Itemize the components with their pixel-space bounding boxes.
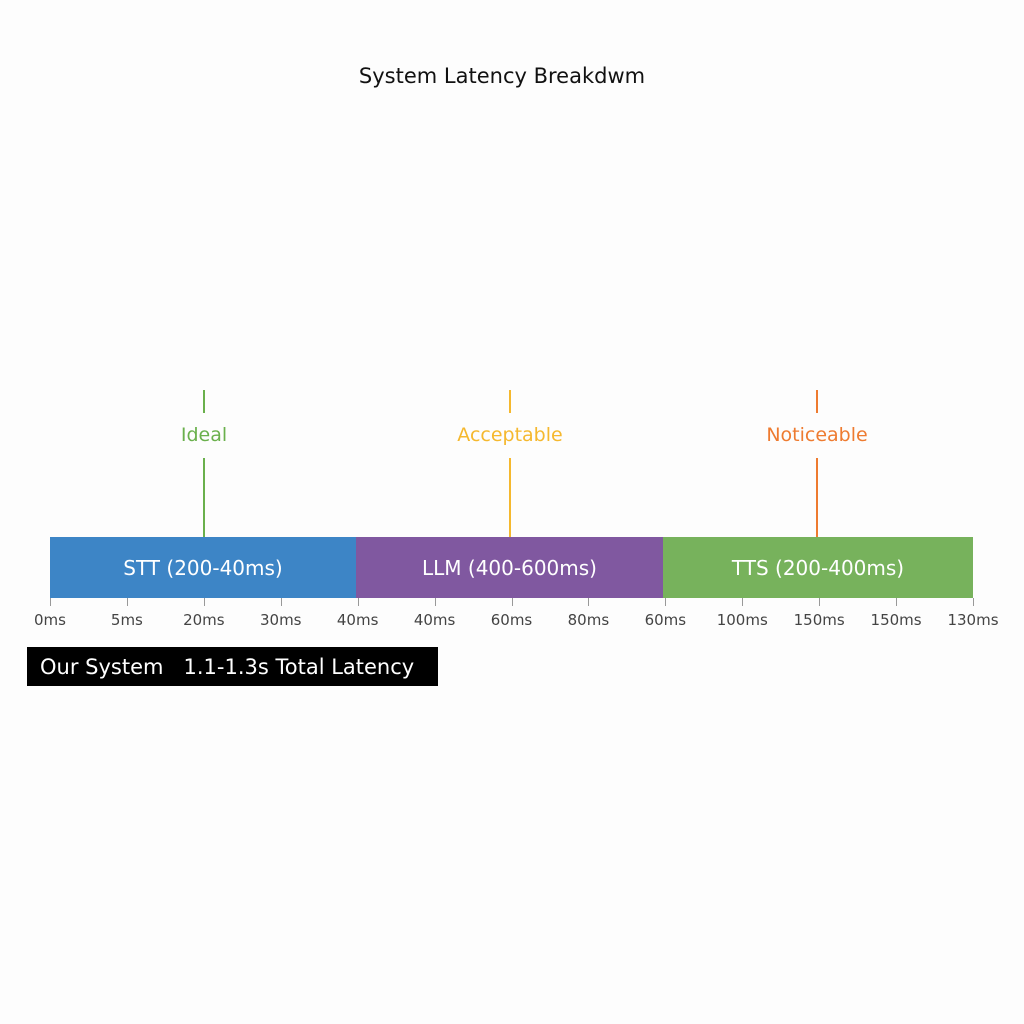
axis-tick (588, 598, 590, 606)
tick-label: 60ms (644, 611, 687, 629)
axis-tick (819, 598, 821, 606)
tick-label: 150ms (793, 611, 845, 629)
axis-tick (511, 598, 513, 606)
axis-tick (126, 598, 128, 606)
tick-label: 40ms (336, 611, 379, 629)
tick-label: 130ms (947, 611, 999, 629)
summary-box: Our System 1.1-1.3s Total Latency (27, 647, 438, 686)
marker-label-acceptable: Acceptable (457, 424, 563, 446)
summary-total: 1.1-1.3s Total Latency (183, 654, 415, 679)
marker-line (816, 390, 818, 413)
segment-label: TTS (200-400ms) (731, 555, 905, 580)
axis-tick (280, 598, 282, 606)
tick-label: 60ms (490, 611, 533, 629)
segment-stt: STT (200-40ms) (50, 537, 356, 598)
marker-line (203, 390, 205, 413)
chart-title: System Latency Breakdwm (358, 64, 646, 88)
axis-tick (434, 598, 436, 606)
axis-tick (973, 598, 974, 606)
segment-label: STT (200-40ms) (123, 555, 283, 580)
marker-line (509, 458, 511, 537)
axis-tick (896, 598, 898, 606)
tick-label: 5ms (110, 611, 143, 629)
marker-label-ideal: Ideal (180, 424, 228, 446)
tick-label: 20ms (183, 611, 225, 629)
axis-tick (742, 598, 744, 606)
segment-llm: LLM (400-600ms) (356, 537, 663, 598)
tick-label: 80ms (567, 611, 610, 629)
axis-tick (357, 598, 359, 606)
marker-label-noticeable: Noticeable (766, 424, 868, 446)
summary-system: Our System (40, 654, 164, 679)
marker-line (816, 458, 818, 537)
segment-label: LLM (400-600ms) (422, 555, 597, 580)
tick-label: 30ms (259, 611, 302, 629)
axis-tick (50, 598, 51, 606)
marker-line (203, 458, 205, 537)
axis-tick (203, 598, 205, 606)
tick-label: 100ms (716, 611, 768, 629)
tick-label: 0ms (34, 611, 66, 629)
tick-label: 150ms (870, 611, 922, 629)
axis-tick (665, 598, 667, 606)
segment-tts: TTS (200-400ms) (663, 537, 973, 598)
marker-line (509, 390, 511, 413)
tick-label: 40ms (413, 611, 456, 629)
